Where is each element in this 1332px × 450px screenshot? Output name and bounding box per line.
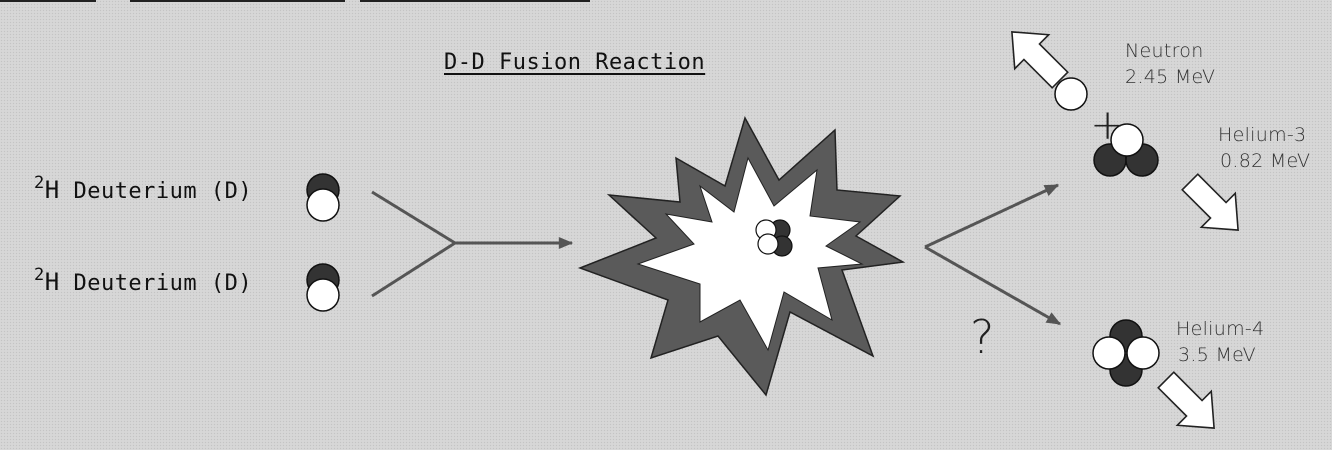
product-diverge-arrows: [925, 185, 1060, 324]
helium4-energy: 3.5 MeV: [1178, 344, 1256, 366]
helium3-name: Helium-3: [1218, 124, 1306, 146]
neutron-particle: [1055, 78, 1087, 110]
element-symbol: H: [45, 268, 60, 296]
fusion-burst: [580, 118, 903, 395]
reactant-label-1: 2H Deuterium (D): [34, 176, 252, 204]
helium3-energy: 0.82 MeV: [1220, 150, 1310, 172]
plus-sign: +: [1090, 100, 1125, 149]
reactant-converge-arrow: [372, 192, 572, 296]
reactant-name: Deuterium (D): [73, 271, 252, 296]
mass-number: 2: [34, 173, 45, 193]
question-mark: ?: [970, 310, 994, 364]
compound-nucleus-cluster: [756, 220, 792, 256]
reactant-name: Deuterium (D): [73, 179, 252, 204]
deuterium-nucleus-1: [307, 174, 339, 221]
neutron-name: Neutron: [1125, 40, 1204, 62]
helium3-direction-arrow-icon: [1173, 165, 1255, 247]
deuterium-nucleus-2: [307, 264, 339, 311]
helium4-nucleus: [1093, 320, 1159, 386]
element-symbol: H: [45, 176, 60, 204]
helium4-name: Helium-4: [1176, 318, 1264, 340]
helium4-direction-arrow-icon: [1149, 363, 1231, 445]
diagram-title: D-D Fusion Reaction: [444, 50, 705, 75]
neutron-energy: 2.45 MeV: [1125, 66, 1215, 88]
mass-number: 2: [34, 265, 45, 285]
reactant-label-2: 2H Deuterium (D): [34, 268, 252, 296]
